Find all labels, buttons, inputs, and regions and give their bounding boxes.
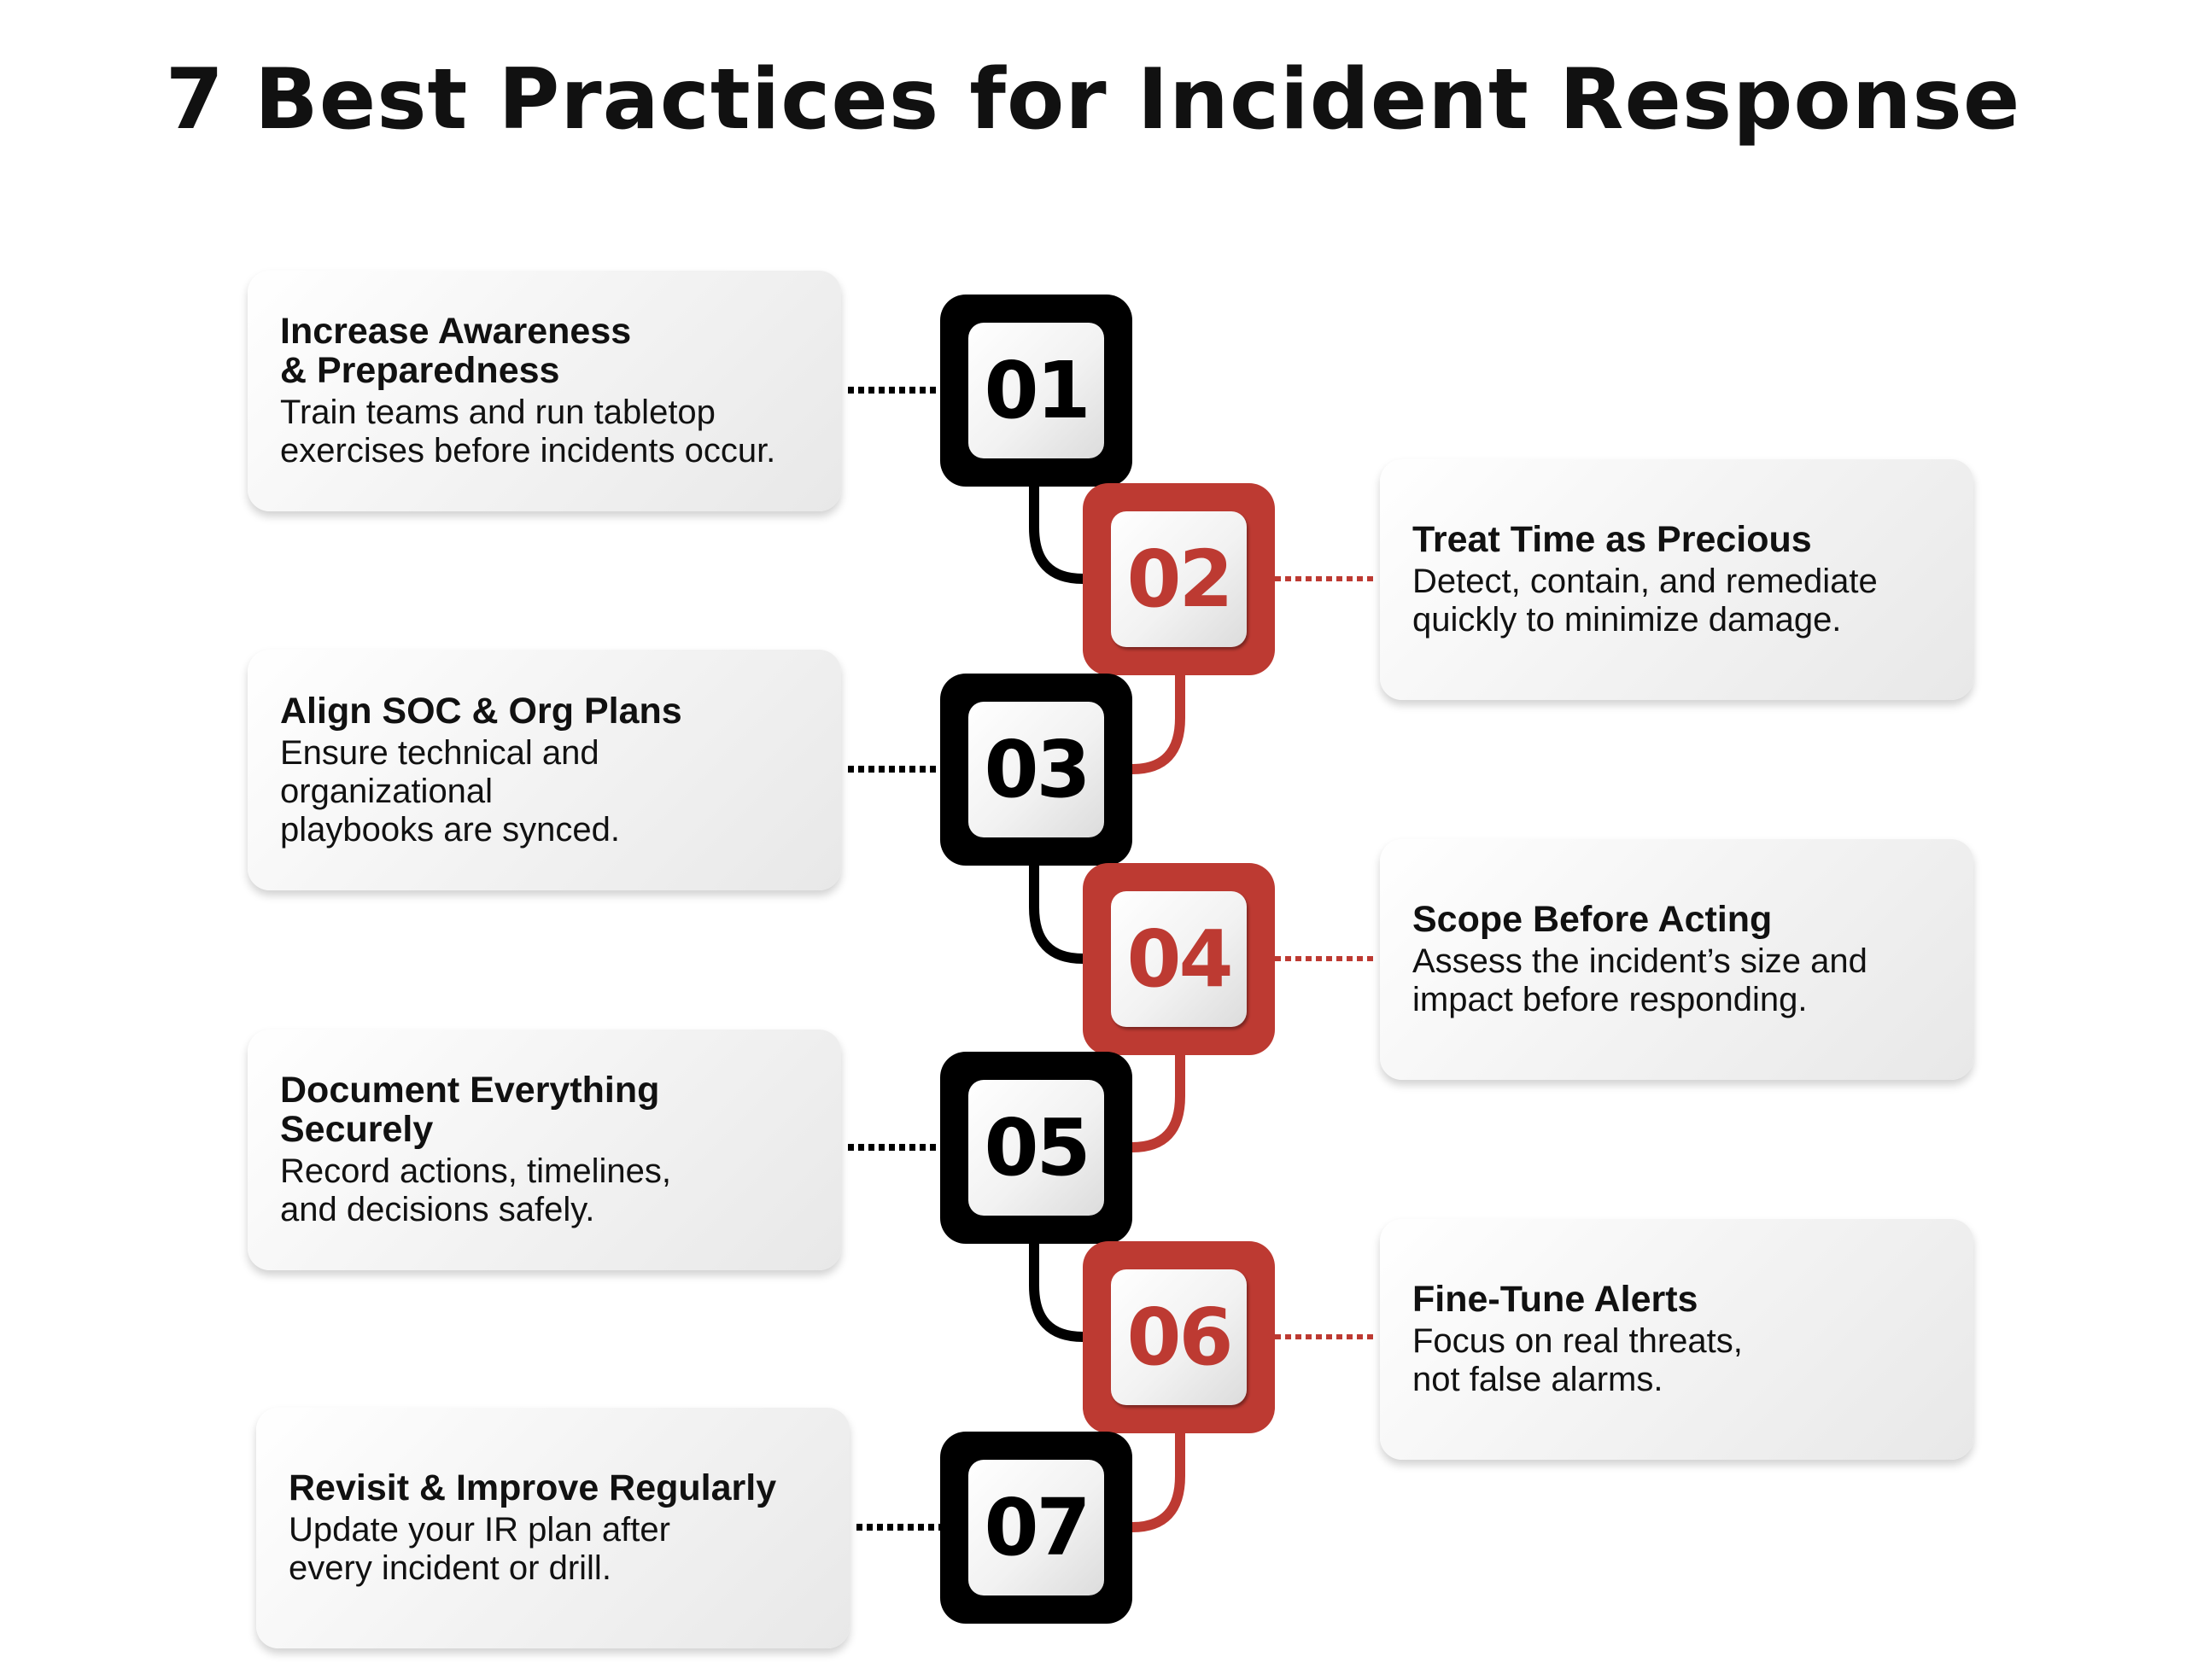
- practice-description: Assess the incident’s size and impact be…: [1412, 942, 1867, 1018]
- step-number: 04: [1111, 891, 1247, 1027]
- practice-title: Treat Time as Precious: [1412, 519, 1812, 560]
- step-badge-04: 04: [1083, 863, 1275, 1055]
- practice-title: Align SOC & Org Plans: [280, 690, 682, 732]
- practice-title: Increase Awareness & Preparedness: [280, 311, 632, 391]
- step-connector: [1131, 1055, 1185, 1152]
- step-badge-03: 03: [940, 674, 1132, 866]
- step-number: 06: [1111, 1269, 1247, 1405]
- step-number: 02: [1111, 511, 1247, 647]
- step-connector: [1029, 487, 1084, 584]
- step-number: 05: [968, 1080, 1104, 1216]
- step-connector: [1029, 866, 1084, 964]
- step-connector: [1131, 675, 1185, 774]
- practice-title: Fine-Tune Alerts: [1412, 1279, 1698, 1320]
- practice-description: Focus on real threats, not false alarms.: [1412, 1322, 1743, 1398]
- practice-description: Ensure technical and organizational play…: [280, 733, 621, 849]
- practice-description: Update your IR plan after every incident…: [289, 1511, 670, 1587]
- step-connector: [1131, 1433, 1185, 1532]
- practice-title: Scope Before Acting: [1412, 899, 1773, 940]
- page-title: 7 Best Practices for Incident Response: [165, 51, 2021, 149]
- practice-description: Train teams and run tabletop exercises b…: [280, 394, 776, 470]
- step-number: 07: [968, 1460, 1104, 1595]
- practice-title: Document Everything Securely: [280, 1070, 660, 1150]
- practice-description: Detect, contain, and remediate quickly t…: [1412, 563, 1878, 639]
- step-badge-01: 01: [940, 295, 1132, 487]
- step-connector: [1029, 1244, 1084, 1342]
- step-badge-06: 06: [1083, 1241, 1275, 1433]
- practice-description: Record actions, timelines, and decisions…: [280, 1152, 671, 1228]
- step-badge-02: 02: [1083, 483, 1275, 675]
- step-badge-05: 05: [940, 1052, 1132, 1244]
- step-number: 03: [968, 702, 1104, 837]
- step-badge-07: 07: [940, 1432, 1132, 1624]
- step-number: 01: [968, 323, 1104, 458]
- practice-title: Revisit & Improve Regularly: [289, 1467, 777, 1508]
